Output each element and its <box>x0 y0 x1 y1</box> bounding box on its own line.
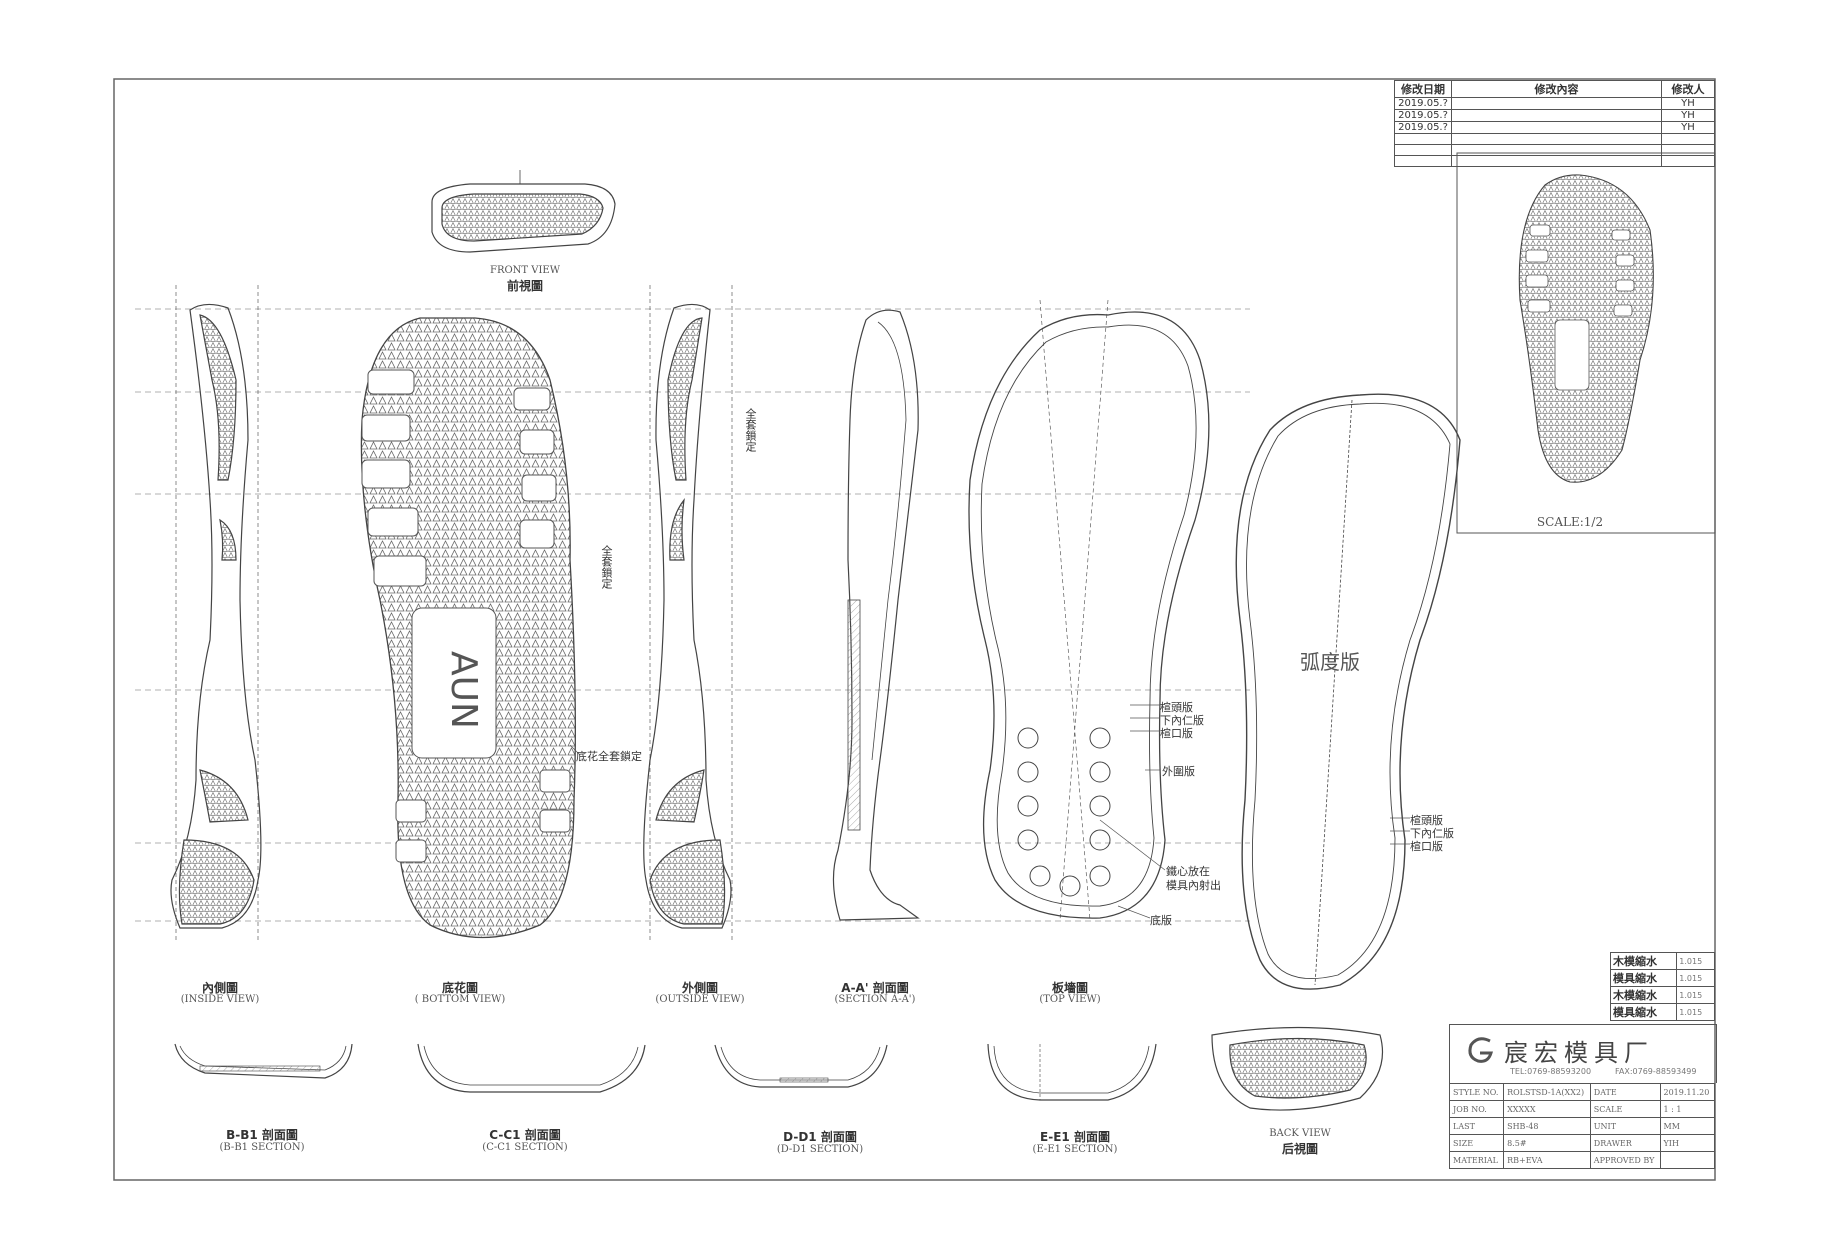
company-header: 宸宏模具厂 TEL:0769-88593200 FAX:0769-8859349… <box>1449 1024 1717 1083</box>
section-aa-label-cn: A-A' 剖面圖 <box>841 981 909 995</box>
section-aa <box>832 309 920 921</box>
inside-view-label-en: (INSIDE VIEW) <box>180 994 260 1005</box>
back-view-label-en: BACK VIEW <box>1269 1128 1331 1139</box>
section-d-label-cn: D-D1 剖面圖 <box>783 1130 857 1144</box>
company-logo-icon <box>1468 1037 1494 1063</box>
bottom-view: AUN <box>360 317 576 939</box>
back-view <box>1211 1026 1384 1111</box>
outside-view-label-en: (OUTSIDE VIEW) <box>655 994 745 1005</box>
rev-row: 2019.05.?YH <box>1394 97 1715 110</box>
arc-plate <box>1235 393 1461 990</box>
thumbnail-outsole <box>1518 174 1654 483</box>
reference-lines <box>135 308 1250 922</box>
rev-row: 2019.05.?YH <box>1394 121 1715 134</box>
front-view-label-en: FRONT VIEW <box>490 265 561 276</box>
back-view-label-cn: 后視圖 <box>1281 1142 1318 1156</box>
section-d-label-en: (D-D1 SECTION) <box>776 1144 864 1155</box>
lock-note-1: 全套鎖定 <box>744 408 757 452</box>
plate-note-6: 下內仁版 <box>1410 827 1454 840</box>
section-c-label-en: (C-C1 SECTION) <box>482 1142 568 1153</box>
inside-view-label-cn: 內側圖 <box>201 981 238 995</box>
front-view-label-cn: 前視圖 <box>506 279 543 293</box>
core-note-2: 模具內射出 <box>1166 879 1221 892</box>
section-e-label-en: (E-E1 SECTION) <box>1032 1144 1118 1155</box>
outside-view <box>643 285 733 940</box>
sheet-border <box>113 78 1716 1181</box>
rev-header-date: 修改日期 <box>1394 80 1452 98</box>
plate-note-7: 楦口版 <box>1410 840 1443 853</box>
bottom-view-label-cn: 底花圖 <box>441 981 478 995</box>
outside-view-label-cn: 外側圖 <box>681 981 718 995</box>
leader-lines <box>569 704 1410 919</box>
lock-note-2: 全套鎖定 <box>600 545 613 589</box>
section-c-label-cn: C-C1 剖面圖 <box>489 1128 561 1142</box>
plate-note-1: 楦頭版 <box>1160 701 1193 714</box>
rev-row <box>1394 144 1715 156</box>
rev-header-content: 修改內容 <box>1451 80 1662 98</box>
lock-note-3: 底花全套鎖定 <box>576 750 642 763</box>
arc-plate-label: 弧度版 <box>1300 650 1360 674</box>
core-note-1: 鐵心放在 <box>1166 865 1210 878</box>
company-fax: FAX:0769-88593499 <box>1615 1067 1697 1076</box>
section-aa-label-en: (SECTION A-A') <box>834 994 916 1005</box>
plate-note-4: 外圍版 <box>1162 765 1195 778</box>
bottom-logo: AUN <box>443 651 484 729</box>
section-e-label-cn: E-E1 剖面圖 <box>1040 1130 1110 1144</box>
rev-row: 2019.05.?YH <box>1394 109 1715 122</box>
company-name: 宸宏模具厂 <box>1504 1039 1654 1067</box>
bottom-view-label-en: ( BOTTOM VIEW) <box>414 994 506 1005</box>
front-view <box>431 170 616 253</box>
bottom-plate-note: 底版 <box>1150 914 1172 927</box>
revision-table: 修改日期 修改內容 修改人 2019.05.?YH 2019.05.?YH 20… <box>1394 80 1715 167</box>
section-b-label-en: (B-B1 SECTION) <box>219 1142 305 1153</box>
section-profiles <box>174 1043 1157 1101</box>
top-view <box>968 299 1210 921</box>
company-tel: TEL:0769-88593200 <box>1510 1067 1592 1076</box>
rev-row <box>1394 155 1715 167</box>
rev-header-person: 修改人 <box>1661 80 1715 98</box>
inside-view <box>170 285 262 940</box>
top-view-label-en: (TOP VIEW) <box>1039 994 1101 1005</box>
top-view-label-cn: 板墻圖 <box>1051 981 1088 995</box>
plate-note-5: 楦頭版 <box>1410 814 1443 827</box>
plate-note-2: 下內仁版 <box>1160 714 1204 727</box>
thumbnail-scale-label: SCALE:1/2 <box>1536 515 1604 529</box>
plate-note-3: 楦口版 <box>1160 727 1193 740</box>
rev-row <box>1394 133 1715 145</box>
section-b-label-cn: B-B1 剖面圖 <box>226 1128 298 1142</box>
